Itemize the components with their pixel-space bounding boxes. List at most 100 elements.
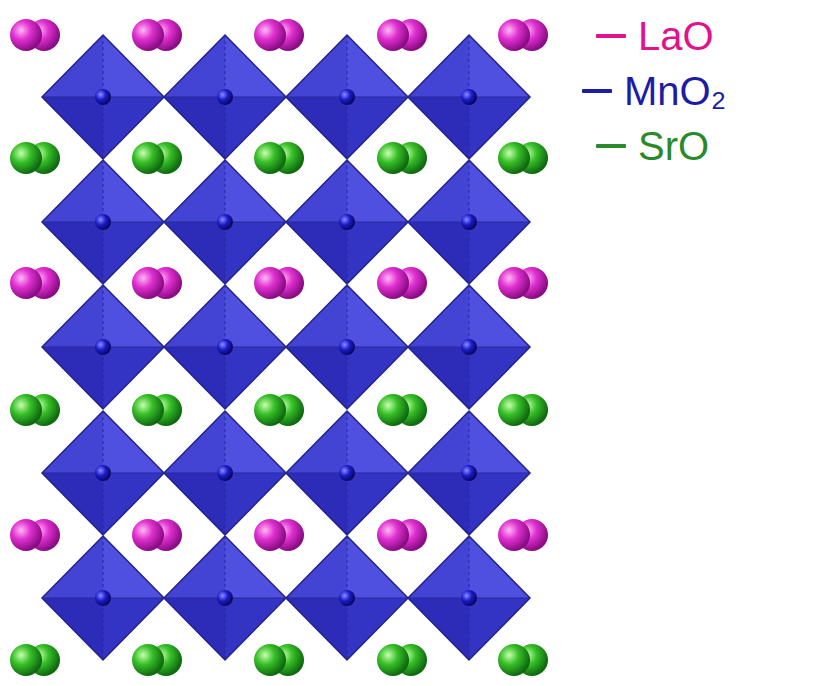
mno6-octahedron: [164, 411, 286, 535]
la-o-atom: [498, 267, 530, 299]
mn-atom: [461, 590, 477, 606]
octahedron-edge: [286, 160, 408, 284]
la-o-atom: [498, 519, 530, 551]
octahedron-edge: [164, 285, 286, 409]
legend-swatch: [582, 89, 612, 93]
la-o-atom: [132, 19, 164, 51]
mno6-octahedron: [408, 411, 530, 535]
la-o-atom: [254, 19, 286, 51]
sr-o-atom: [498, 394, 530, 426]
la-o-atom: [132, 267, 164, 299]
mn-atom: [217, 465, 233, 481]
octahedron-edge: [42, 35, 164, 159]
sr-o-atom: [498, 644, 530, 676]
mn-atom: [339, 339, 355, 355]
octahedron-edge: [164, 411, 286, 535]
mn-atom: [217, 590, 233, 606]
mn-atom: [461, 214, 477, 230]
la-o-atom: [377, 519, 409, 551]
sr-o-atom: [377, 394, 409, 426]
mno6-octahedron: [164, 536, 286, 660]
octahedron-edge: [164, 536, 286, 660]
legend-label: SrO: [638, 122, 709, 170]
mno6-octahedron: [286, 160, 408, 284]
mno6-octahedron: [286, 411, 408, 535]
mno6-octahedron: [42, 536, 164, 660]
octahedron-edge: [42, 411, 164, 535]
mn-atom: [461, 339, 477, 355]
mno6-octahedron: [164, 285, 286, 409]
mn-atom: [217, 214, 233, 230]
sr-o-atom: [254, 644, 286, 676]
sr-o-atom: [132, 394, 164, 426]
mn-atom: [95, 590, 111, 606]
mn-atom: [95, 214, 111, 230]
mno6-octahedron: [408, 285, 530, 409]
mn-atom: [217, 89, 233, 105]
octahedron-edge: [286, 411, 408, 535]
mno6-octahedron: [42, 35, 164, 159]
octahedron-edge: [164, 160, 286, 284]
la-o-atom: [377, 267, 409, 299]
octahedron-edge: [286, 35, 408, 159]
legend-swatch: [596, 144, 626, 148]
mno6-octahedron: [286, 285, 408, 409]
octahedron-edge: [164, 35, 286, 159]
mno6-octahedron: [164, 160, 286, 284]
mno6-octahedron: [164, 35, 286, 159]
mno6-octahedron: [42, 160, 164, 284]
la-o-atom: [10, 519, 42, 551]
mno6-octahedron: [42, 411, 164, 535]
octahedron-edge: [42, 160, 164, 284]
mn-atom: [217, 339, 233, 355]
legend-swatch: [596, 34, 626, 38]
octahedron-edge: [408, 536, 530, 660]
mno6-octahedron: [286, 35, 408, 159]
legend-row: LaO: [596, 8, 726, 63]
octahedron-edge: [42, 536, 164, 660]
octahedron-edge: [408, 285, 530, 409]
sr-o-atom: [10, 142, 42, 174]
la-o-atom: [10, 267, 42, 299]
sr-o-atom: [132, 142, 164, 174]
octahedron-edge: [408, 35, 530, 159]
sr-o-atom: [254, 394, 286, 426]
la-o-atom: [254, 267, 286, 299]
mno6-octahedron: [408, 160, 530, 284]
mn-atom: [95, 89, 111, 105]
la-o-atom: [377, 19, 409, 51]
mn-atom: [461, 89, 477, 105]
sr-o-atom: [10, 394, 42, 426]
mno6-octahedron: [42, 285, 164, 409]
octahedron-edge: [286, 536, 408, 660]
mno6-octahedron: [286, 536, 408, 660]
legend-label: LaO: [638, 12, 714, 60]
sr-o-atom: [498, 142, 530, 174]
la-o-atom: [254, 519, 286, 551]
sr-o-atom: [377, 142, 409, 174]
octahedron-edge: [408, 160, 530, 284]
sr-o-atom: [132, 644, 164, 676]
octahedron-edge: [286, 285, 408, 409]
octahedron-edge: [42, 285, 164, 409]
mn-atom: [339, 214, 355, 230]
la-o-atom: [132, 519, 164, 551]
sr-o-atom: [10, 644, 42, 676]
mn-atom: [339, 590, 355, 606]
mn-atom: [339, 89, 355, 105]
mn-atom: [95, 339, 111, 355]
legend: LaO MnO₂ SrO: [582, 8, 726, 173]
la-o-atom: [498, 19, 530, 51]
mno6-octahedron: [408, 35, 530, 159]
la-o-atom: [10, 19, 42, 51]
legend-row: MnO₂: [582, 63, 726, 118]
octahedron-edge: [408, 411, 530, 535]
sr-o-atom: [377, 644, 409, 676]
mn-atom: [95, 465, 111, 481]
sr-o-atom: [254, 142, 286, 174]
mno6-octahedron: [408, 536, 530, 660]
legend-label: MnO₂: [624, 67, 726, 115]
mn-atom: [339, 465, 355, 481]
mn-atom: [461, 465, 477, 481]
legend-row: SrO: [596, 118, 726, 173]
